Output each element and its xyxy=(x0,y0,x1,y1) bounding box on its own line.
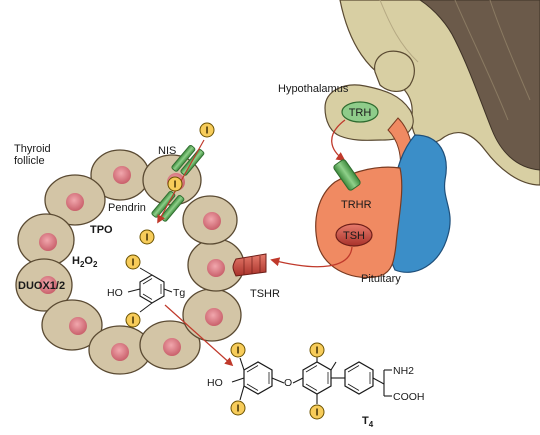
pituitary xyxy=(315,117,451,279)
svg-text:I: I xyxy=(206,126,209,137)
ho-label-tg: HO xyxy=(107,287,123,299)
tsh-label: TSH xyxy=(343,230,365,242)
brain-fold-line-1 xyxy=(454,0,509,121)
tsh-to-tshr-arrow xyxy=(270,246,353,268)
iodine-ion: I xyxy=(125,254,141,270)
svg-text:I: I xyxy=(316,346,319,357)
h2o2-label: H2O2 xyxy=(72,255,98,269)
tsh-molecule: TSH xyxy=(335,223,373,247)
iodine-ion: I xyxy=(199,122,215,138)
coupling-arrow xyxy=(164,304,234,367)
iodine-ion: I xyxy=(230,400,246,416)
brain-dark-fold xyxy=(419,0,540,171)
follicle-cell xyxy=(88,325,152,375)
iodine-ion: I xyxy=(230,342,246,358)
follicle-cell xyxy=(41,299,103,351)
trh-label: TRH xyxy=(349,107,372,119)
follicle-cell xyxy=(17,213,75,267)
nis-transporter xyxy=(171,144,205,176)
tpo-label: TPO xyxy=(90,224,113,236)
t4-label: T4 xyxy=(362,415,374,429)
ether-oxygen-label: O xyxy=(284,377,292,389)
thyroid-follicle-label-line1: Thyroid xyxy=(14,143,51,155)
iodine-ion: I xyxy=(309,342,325,358)
thyroid-follicle-label-line2: follicle xyxy=(14,155,45,167)
tshr-label: TSHR xyxy=(250,288,280,300)
follicle-cell xyxy=(182,195,238,245)
ho-label-t4: HO xyxy=(207,377,223,389)
hypothalamus-blob xyxy=(373,50,415,92)
follicle-cell xyxy=(90,149,150,201)
svg-text:I: I xyxy=(132,258,135,269)
iodine-ion: I xyxy=(125,312,141,328)
cooh-label: COOH xyxy=(393,391,425,403)
pendrin-label: Pendrin xyxy=(108,202,146,214)
iodotyrosine-tg: I I HO Tg xyxy=(107,254,185,328)
tshr-receptor: TSHR xyxy=(232,253,280,300)
pituitary-label: Pituitary xyxy=(361,273,401,285)
pendrin-transporter xyxy=(151,190,185,222)
iodine-ion: I xyxy=(139,229,155,245)
brain-fold-line-2 xyxy=(489,0,531,101)
follicle-cell xyxy=(182,288,242,342)
nh2-label: NH2 xyxy=(393,365,414,377)
follicle-cell xyxy=(44,174,106,226)
svg-text:I: I xyxy=(174,180,177,191)
follicle-cell xyxy=(15,258,73,312)
svg-text:I: I xyxy=(237,404,240,415)
hypothalamus-label: Hypothalamus xyxy=(278,83,349,95)
svg-text:I: I xyxy=(146,233,149,244)
nis-label: NIS xyxy=(158,145,176,157)
trhr-label: TRHR xyxy=(341,199,372,211)
follicle-cell xyxy=(139,320,201,370)
svg-text:I: I xyxy=(316,408,319,419)
brain-fold-line-3 xyxy=(379,0,419,63)
trh-molecule: TRH xyxy=(341,101,379,123)
duox-label: DUOX1/2 xyxy=(18,280,65,292)
iodine-ion: I xyxy=(309,404,325,420)
svg-text:I: I xyxy=(237,346,240,357)
trh-to-trhr-arrow xyxy=(331,119,346,162)
svg-text:I: I xyxy=(132,316,135,327)
trhr-receptor: TRHR xyxy=(333,159,372,211)
tg-label: Tg xyxy=(173,287,185,299)
t4-structure: I I I I HO O NH2 COOH T4 xyxy=(207,342,425,429)
iodine-ion: I xyxy=(167,176,183,192)
